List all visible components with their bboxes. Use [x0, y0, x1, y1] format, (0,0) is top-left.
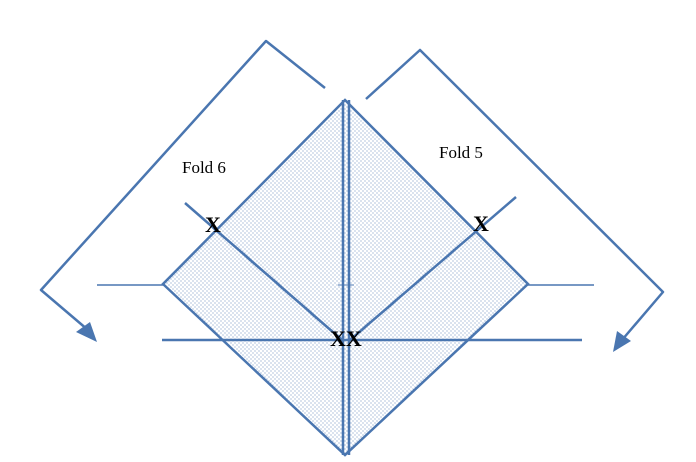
fold-6-label: Fold 6 [182, 158, 226, 177]
diagonal-fold-right [349, 196, 517, 341]
diagonal-fold-left [184, 202, 343, 341]
arrowhead-right [613, 331, 631, 352]
fold-5-label: Fold 5 [439, 143, 483, 162]
fold-arrow-left [39, 39, 326, 331]
arrowhead-left [76, 322, 97, 342]
left-x-mark: X [205, 212, 221, 237]
paper-diamond [161, 98, 530, 457]
right-x-mark: X [473, 211, 489, 236]
center-xx-mark: XX [330, 326, 362, 351]
fold-arrow-right [365, 48, 665, 341]
